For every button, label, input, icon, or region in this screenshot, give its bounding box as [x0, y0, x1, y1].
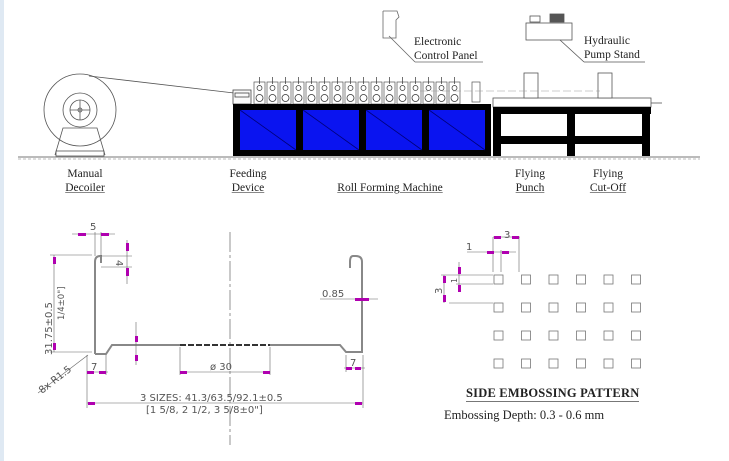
emboss-square	[631, 274, 641, 285]
roll-station	[435, 77, 448, 105]
label-line: Feeding	[229, 168, 267, 180]
blue-panel	[365, 109, 423, 151]
decoiler	[43, 73, 235, 157]
ground-line	[18, 156, 700, 160]
emboss-square	[603, 358, 614, 369]
label-feeding-device: Feeding Device	[218, 167, 278, 195]
emboss-square	[493, 358, 504, 369]
emboss-square	[576, 274, 586, 285]
label-line: Hydraulic	[584, 35, 630, 47]
dim-height-imperial: 1/4±0"]	[57, 287, 67, 320]
emboss-square	[548, 274, 559, 285]
roll-station	[253, 77, 266, 105]
label-roll-forming-machine: Roll Forming Machine	[320, 181, 460, 195]
dim-lip-width: 5	[90, 222, 96, 233]
roll-station	[383, 77, 396, 105]
dim-width: 3 SIZES: 41.3/63.5/92.1±0.5	[140, 393, 283, 404]
dim-emboss-size-v: 1	[450, 278, 459, 283]
emboss-square	[521, 274, 531, 285]
emboss-square	[631, 302, 641, 313]
label-line: Flying	[514, 168, 546, 180]
emboss-square	[493, 274, 504, 285]
blue-panel	[239, 109, 297, 151]
label-flying-cutoff: Flying Cut-Off	[578, 167, 638, 195]
feeding-device	[232, 89, 252, 105]
label-manual-decoiler: Manual Decoiler	[55, 167, 115, 195]
blue-panel	[302, 109, 360, 151]
roll-station	[305, 77, 318, 105]
dim-flange-right: 7	[350, 358, 356, 369]
emboss-square	[493, 330, 504, 341]
window-edge	[0, 0, 4, 461]
roll-forming-base	[233, 104, 491, 156]
roll-station	[422, 77, 435, 105]
label-line: Cut-Off	[589, 182, 627, 194]
label-line: Flying	[592, 168, 624, 180]
label-pump-stand: Hydraulic Pump Stand	[584, 34, 640, 62]
emboss-square	[548, 302, 559, 313]
roll-station	[279, 77, 292, 105]
roll-station	[344, 77, 357, 105]
roll-station	[318, 77, 331, 105]
roll-station	[331, 77, 344, 105]
roll-station	[409, 77, 422, 105]
emboss-square	[493, 302, 504, 313]
roll-station	[396, 77, 409, 105]
label-line: Manual	[67, 168, 103, 180]
dim-hole-diameter: ø 30	[210, 362, 232, 373]
roll-station	[370, 77, 383, 105]
pump-stand-icon	[525, 13, 645, 63]
emboss-square	[631, 358, 641, 369]
label-line: Roll Forming Machine	[337, 182, 443, 194]
emboss-square	[603, 302, 614, 313]
emboss-square	[576, 358, 586, 369]
dim-flange-left: 7	[91, 362, 97, 373]
emboss-square	[603, 274, 614, 285]
emboss-square	[548, 330, 559, 341]
dim-width-imperial: [1 5/8, 2 1/2, 3 5/8±0"]	[146, 405, 263, 416]
dim-height: 31.75±0.5	[44, 302, 55, 355]
roll-station	[448, 77, 461, 105]
emboss-square	[521, 330, 531, 341]
label-line: Device	[231, 182, 265, 194]
roll-station	[266, 77, 279, 105]
dim-radius: 8x R1.5	[37, 364, 74, 396]
emboss-square	[603, 330, 614, 341]
dim-thickness: 0.85	[322, 289, 344, 300]
label-line: Decoiler	[65, 182, 105, 194]
emboss-square	[521, 302, 531, 313]
emboss-square	[521, 358, 531, 369]
blue-panel	[428, 109, 486, 151]
emboss-square	[576, 330, 586, 341]
profile-drawing: 5 4 31.75±0.5 1/4±0"] 8x R1.5 7 7 0.85 ø…	[37, 222, 378, 445]
embossing-pattern: 1 3 1 3	[434, 230, 641, 369]
dim-emboss-size: 1	[466, 242, 472, 253]
embossing-depth: Embossing Depth: 0.3 - 0.6 mm	[444, 408, 605, 422]
roll-station	[357, 77, 370, 105]
label-line: Electronic	[414, 36, 462, 48]
label-line: Control Panel	[414, 50, 478, 62]
roll-stations	[253, 77, 481, 105]
flying-table	[420, 72, 662, 156]
dim-lip-height: 4	[113, 260, 124, 266]
emboss-square	[631, 330, 641, 341]
dimension-arrows	[53, 233, 369, 405]
emboss-square	[576, 302, 586, 313]
emboss-square	[548, 358, 559, 369]
label-flying-punch: Flying Punch	[500, 167, 560, 195]
embossing-title: SIDE EMBOSSING PATTERN	[466, 386, 640, 402]
control-panel-icon	[382, 10, 483, 63]
dim-emboss-pitch-v: 3	[434, 288, 445, 294]
label-line: Punch	[515, 182, 545, 194]
label-control-panel: Electronic Control Panel	[414, 35, 478, 63]
label-line: Pump Stand	[584, 49, 640, 61]
dim-emboss-pitch: 3	[504, 230, 510, 241]
roll-station	[292, 77, 305, 105]
roll-station-extra	[471, 81, 481, 103]
